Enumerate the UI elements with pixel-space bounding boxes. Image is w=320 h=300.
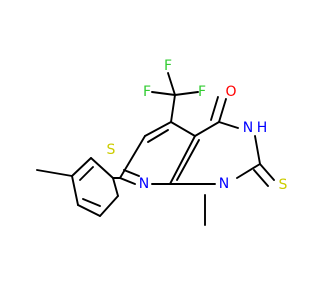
bond-cf3-f2 (151, 91, 176, 96)
bond-cf3-f3 (174, 91, 199, 96)
ring-nitrogen-label: N (139, 176, 149, 192)
bond-c4-n3 (218, 121, 239, 129)
bond-c4-o (218, 98, 227, 123)
bond-c6-c7 (119, 135, 146, 179)
atom-labels: F F F O N N H N S S (107, 58, 288, 193)
bond-c4-o-double (210, 96, 219, 121)
bond-thiophene-4 (71, 175, 79, 206)
bond-c7-n8-double (123, 169, 140, 177)
oxygen-label: O (225, 84, 236, 100)
bond-c5-cf3 (170, 94, 176, 123)
bond-thiophene-2 (99, 195, 119, 217)
thione-sulfur-label: S (279, 177, 288, 193)
bond-c2-s-double (253, 169, 269, 187)
thiophene-sulfur-label: S (107, 142, 116, 158)
molecule-structure: F F F O N N H N S S (36, 58, 288, 226)
bond-thiophene-1 (112, 177, 119, 197)
amide-nitrogen-label: N (243, 120, 253, 136)
bond-thiophene-6 (90, 157, 114, 179)
bond-thiophene-5-double (79, 166, 94, 181)
bond-cf3-f1 (167, 72, 176, 96)
bond-thiophene-5 (71, 157, 92, 177)
bond-thiophene-3 (77, 204, 101, 217)
bond-c5-c6-double (147, 129, 169, 143)
bond-c7-n8 (119, 177, 136, 185)
bond-n3-c2 (254, 135, 261, 165)
fluorine-label-3: F (198, 84, 206, 100)
bond-c2-n1 (236, 163, 261, 179)
fluorine-label-1: F (164, 58, 172, 74)
methyl-nitrogen-label: N (219, 176, 229, 192)
fluorine-label-2: F (143, 84, 151, 100)
bond-c5-c6 (144, 121, 172, 137)
bond-thiophene-3-double (82, 198, 101, 207)
bond-c2-s (259, 163, 275, 181)
amide-hydrogen-label: H (257, 120, 268, 136)
bond-c8a-c4a-double (176, 139, 200, 181)
molecule-canvas: F F F O N N H N S S (36, 58, 288, 226)
bonds (36, 72, 275, 226)
bond-c8a-c4a (169, 135, 196, 185)
bond-thiophene-methyl (36, 169, 73, 177)
bond-c5-c4a (170, 121, 196, 137)
bond-c4a-c4 (194, 121, 220, 137)
